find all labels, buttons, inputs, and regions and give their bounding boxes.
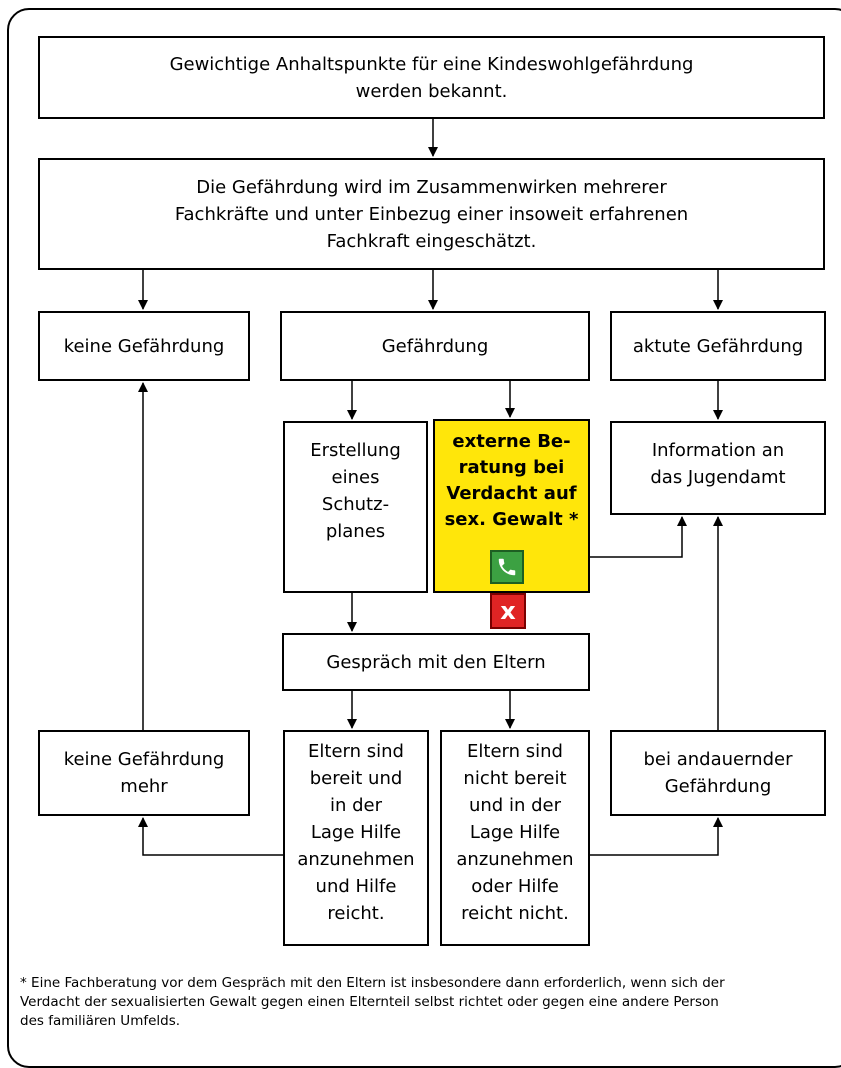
box-parents-not-willing: Eltern sind nicht bereit und in der Lage… [440,730,590,946]
box-youth-office-text: Information an das Jugendamt [650,440,786,488]
box-ongoing-danger-text: bei andauernder Gefährdung [643,749,793,797]
box-no-more-danger-text: keine Gefährdung mehr [63,749,225,797]
arrow-not-willing-to-ongoing [590,817,723,856]
box-assessment: Die Gefährdung wird im Zusammenwirken me… [38,158,825,270]
footnote: * Eine Fachberatung vor dem Gespräch mit… [20,974,830,1031]
box-assessment-text: Die Gefährdung wird im Zusammenwirken me… [174,176,689,252]
box-youth-office: Information an das Jugendamt [610,421,826,515]
x-icon[interactable]: x [490,593,526,629]
box-protection-plan: Erstellung eines Schutz- planes [283,421,428,593]
box-no-danger-text: keine Gefährdung [63,335,225,357]
box-external-counselling-text: externe Be- ratung bei Verdacht auf sex.… [444,431,579,531]
box-ongoing-danger: bei andauernder Gefährdung [610,730,826,816]
box-parents-willing-text: Eltern sind bereit und in der Lage Hilfe… [297,741,415,924]
phone-glyph [498,558,516,576]
box-protection-plan-text: Erstellung eines Schutz- planes [310,440,401,542]
box-danger: Gefährdung [280,311,590,381]
box-external-counselling: externe Be- ratung bei Verdacht auf sex.… [433,419,590,593]
footnote-text: * Eine Fachberatung vor dem Gespräch mit… [20,975,725,1029]
box-danger-text: Gefährdung [381,335,489,357]
box-no-danger: keine Gefährdung [38,311,250,381]
box-parents-willing: Eltern sind bereit und in der Lage Hilfe… [283,730,429,946]
x-glyph: x [500,597,516,625]
box-parents-not-willing-text: Eltern sind nicht bereit und in der Lage… [456,741,574,924]
phone-icon[interactable] [490,550,524,584]
box-parents-talk-text: Gespräch mit den Eltern [326,651,546,673]
box-no-more-danger: keine Gefährdung mehr [38,730,250,816]
arrow-willing-to-no-more [138,817,283,856]
box-indicators: Gewichtige Anhaltspunkte für eine Kindes… [38,36,825,119]
box-parents-talk: Gespräch mit den Eltern [282,633,590,691]
arrow-external-to-youth-office [590,516,687,558]
box-indicators-text: Gewichtige Anhaltspunkte für eine Kindes… [169,53,694,102]
box-acute-danger-text: aktute Gefährdung [632,335,804,357]
box-acute-danger: aktute Gefährdung [610,311,826,381]
